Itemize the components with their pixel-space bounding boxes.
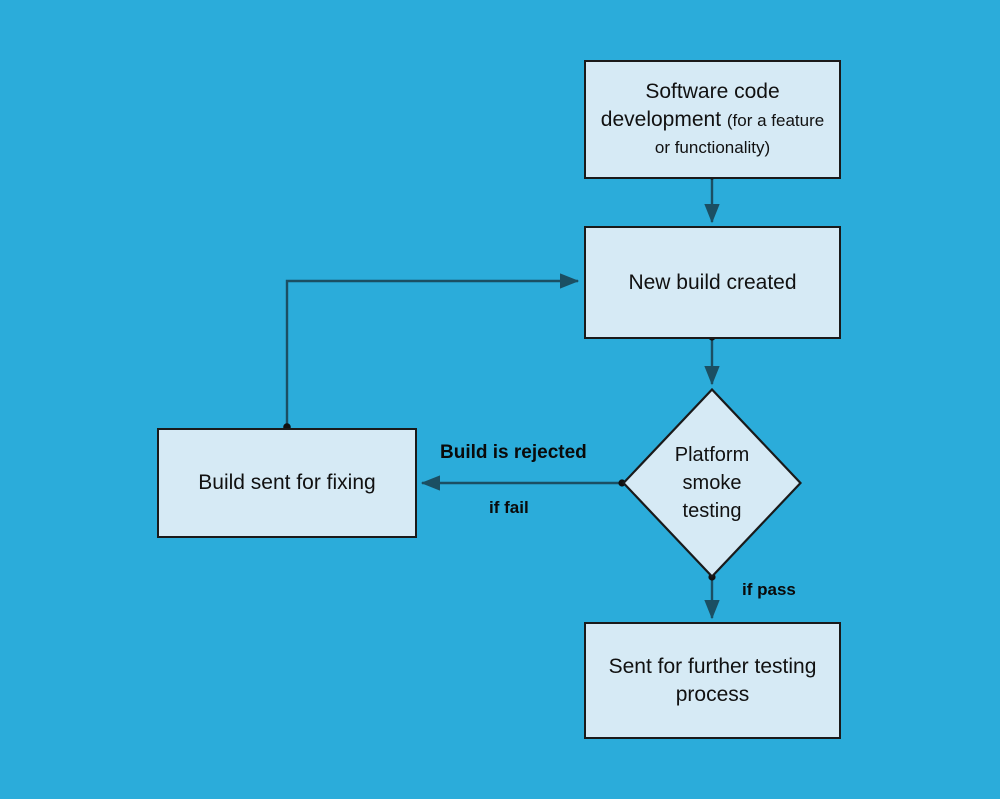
node-further-testing-line-2: process [675,682,750,706]
edge-new-build-to-decision [704,333,720,386]
node-development-main-label: Software code development [600,79,780,131]
node-decision-line-1: Platform [674,444,750,466]
diamond-shape-icon [622,388,802,578]
node-further-testing-text: Sent for further testing process [599,653,827,709]
node-development-sub-label: (for a feature or functionality) [654,110,825,158]
node-further-testing-line-1: Sent for further testing [608,654,817,678]
edge-decision-to-build-fixing-fail [420,475,626,491]
edge-development-to-new-build [704,172,720,224]
node-software-code-development[interactable]: Software code development (for a feature… [584,60,841,179]
node-decision-line-3: testing [682,500,742,522]
node-decision-line-2: smoke [682,472,742,494]
node-development-text: Software code development (for a feature… [586,78,839,162]
node-sent-for-further-testing[interactable]: Sent for further testing process [584,622,841,739]
edge-label-if-fail: if fail [489,498,529,517]
node-decision-text: Platform smoke testing [622,388,802,578]
node-new-build-label: New build created [628,270,797,294]
node-build-sent-for-fixing[interactable]: Build sent for fixing [157,428,417,538]
edge-label-if-pass: if pass [742,580,796,599]
node-new-build-created[interactable]: New build created [584,226,841,339]
edge-build-fixing-to-new-build-loop [283,273,580,431]
node-platform-smoke-testing-decision[interactable]: Platform smoke testing [622,388,802,578]
node-build-fixing-label: Build sent for fixing [198,471,376,495]
edge-label-build-is-rejected: Build is rejected [440,442,587,463]
edge-decision-to-further-testing-pass [704,573,720,620]
